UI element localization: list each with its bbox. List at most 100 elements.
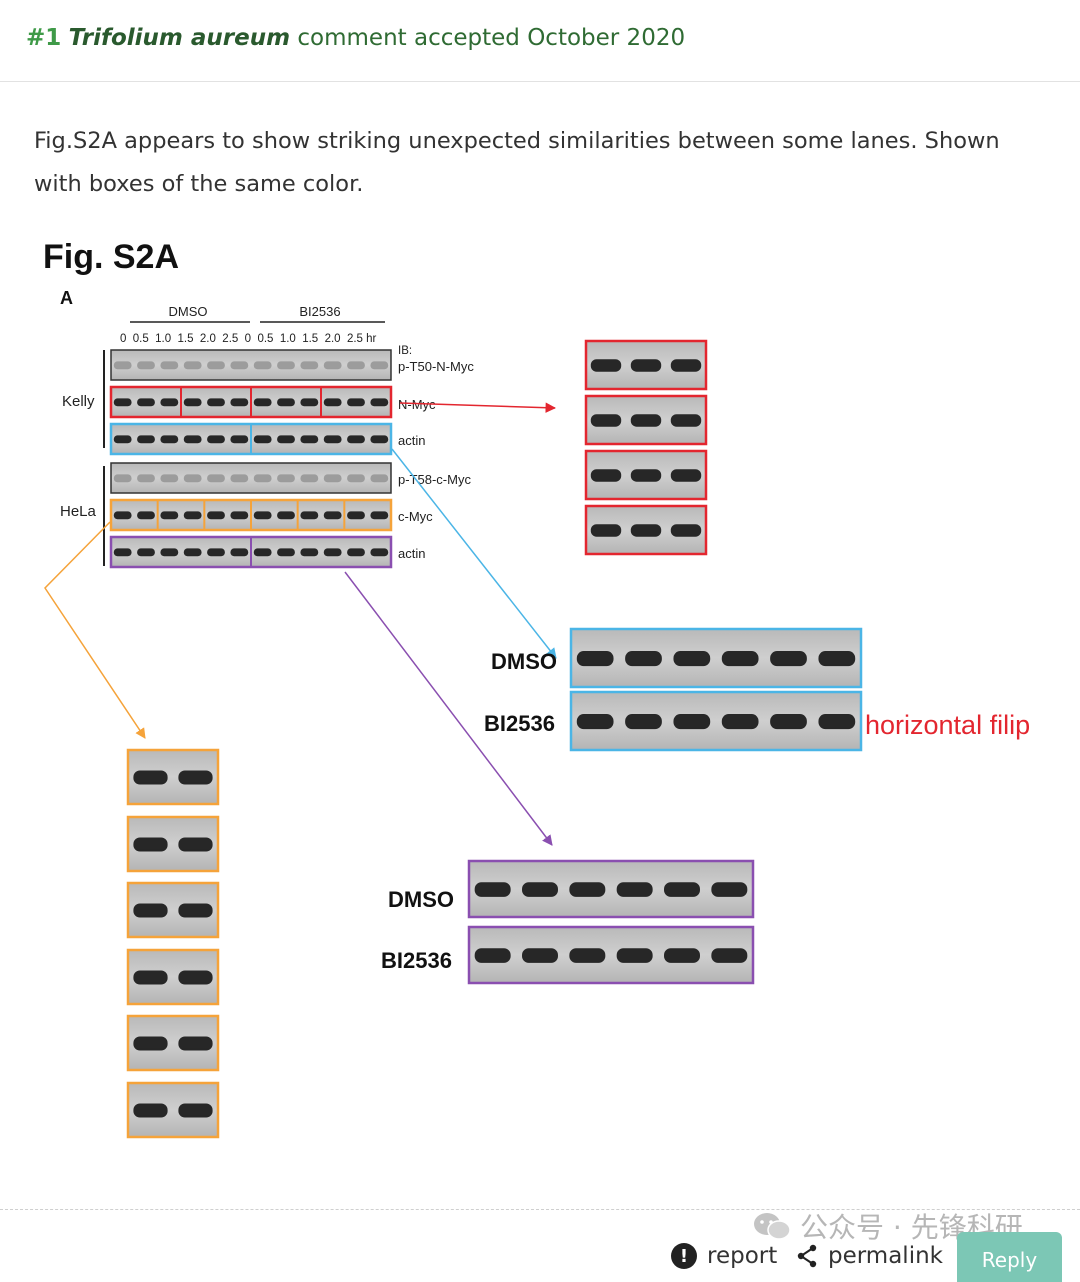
zoom-orange-1-band <box>178 770 213 785</box>
blot-pt50-nmyc-band <box>230 361 249 370</box>
blot-pt58-cmyc-band <box>113 474 132 483</box>
arrow-purple <box>344 571 553 846</box>
blot-pt58-cmyc-band <box>230 474 249 483</box>
zoom-orange-6-band <box>133 1103 168 1118</box>
zoom-orange-6-band <box>178 1103 213 1118</box>
zoom-purple-dmso-band <box>569 882 606 897</box>
zoom-red-4-band <box>670 524 702 537</box>
cell-line-kelly: Kelly <box>62 393 95 410</box>
zoom-purple-dmso-band <box>664 882 700 897</box>
blot-pt58-cmyc-band <box>370 474 389 483</box>
comment-body: Fig.S2A appears to show striking unexpec… <box>34 128 1000 197</box>
blot-cmyc-band <box>370 511 389 520</box>
zoom-red-2-band <box>590 414 622 427</box>
footer-divider <box>0 1209 1080 1210</box>
blot-cmyc-band <box>137 511 155 520</box>
arrow-orange <box>44 521 146 739</box>
blot-actin-hela-band <box>160 548 179 557</box>
comment-author[interactable]: Trifolium aureum <box>68 25 291 51</box>
blot-actin-kelly-band <box>113 435 132 444</box>
blot-pt50-nmyc-band <box>160 361 179 370</box>
group-bi-label: BI2536 <box>299 304 340 319</box>
blot-nmyc-band <box>137 398 155 407</box>
label-actin-hela: actin <box>398 546 425 561</box>
zoom-purple-dmso-band <box>711 882 748 897</box>
blot-pt58-cmyc-band <box>347 474 365 483</box>
zoom-orange-3-band <box>178 903 213 918</box>
blot-actin-hela-band <box>183 548 202 557</box>
zoom-red-3-band <box>670 469 702 482</box>
blot-pt58-cmyc-band <box>160 474 179 483</box>
report-icon: ! <box>671 1243 697 1269</box>
comment-status: comment accepted October 2020 <box>297 25 686 51</box>
zoom-blue-bi-label: BI2536 <box>484 711 555 736</box>
blot-nmyc-band <box>160 398 179 407</box>
main-western-blot <box>109 349 393 569</box>
zoom-blue-dmso-band <box>770 651 807 667</box>
comment-number[interactable]: #1 <box>26 25 62 51</box>
blot-nmyc-band <box>113 398 132 407</box>
blot-actin-kelly-band <box>300 435 319 444</box>
permalink-link[interactable]: permalink <box>796 1243 943 1269</box>
zoom-red-1-band <box>670 359 702 372</box>
label-actin-kelly: actin <box>398 433 425 448</box>
zoom-blue-bi2536 <box>569 690 863 752</box>
blot-pt50-nmyc-band <box>323 361 342 370</box>
permalink-label: permalink <box>828 1243 943 1269</box>
blot-actin-hela-band <box>137 548 155 557</box>
zoom-red-2-band <box>670 414 702 427</box>
blot-actin-hela-band <box>370 548 389 557</box>
reply-button[interactable]: Reply <box>957 1232 1062 1282</box>
label-pt58-cmyc: p-T58-c-Myc <box>398 472 471 487</box>
blot-actin-hela-band <box>207 548 225 557</box>
blot-pt58-cmyc-band <box>137 474 155 483</box>
figure-title: Fig. S2A <box>43 238 179 276</box>
annotation-horizontal-flip: horizontal filip <box>865 710 1030 740</box>
blot-nmyc-band <box>300 398 319 407</box>
zoom-orange-2-band <box>133 837 168 852</box>
blot-actin-hela-band <box>113 548 132 557</box>
zoom-purple-dmso-label: DMSO <box>388 887 454 912</box>
blot-cmyc-band <box>230 511 249 520</box>
blot-nmyc-band <box>230 398 249 407</box>
blot-nmyc-band <box>323 398 342 407</box>
zoom-red-3-band <box>590 469 622 482</box>
zoom-purple-dmso <box>467 859 755 919</box>
label-nmyc: N-Myc <box>398 397 436 412</box>
blot-cmyc-band <box>300 511 319 520</box>
zoom-red-4-band <box>590 524 622 537</box>
report-link[interactable]: ! report <box>671 1243 777 1269</box>
blot-nmyc-band <box>183 398 202 407</box>
blot-pt58-cmyc-band <box>253 474 272 483</box>
cell-line-hela: HeLa <box>60 503 97 520</box>
blot-nmyc-band <box>253 398 272 407</box>
zoom-purple-bi2536-band <box>474 948 511 963</box>
blot-actin-kelly-band <box>230 435 249 444</box>
report-label: report <box>707 1243 778 1269</box>
timepoint-labels: 0 0.5 1.0 1.5 2.0 2.5 0 0.5 1.0 1.5 2.0 … <box>120 333 377 345</box>
blot-actin-kelly-band <box>253 435 272 444</box>
blot-cmyc-band <box>160 511 179 520</box>
zoom-purple-bi2536-band <box>664 948 700 963</box>
blot-pt50-nmyc <box>110 349 392 381</box>
blot-pt50-nmyc-band <box>183 361 202 370</box>
zoom-red-1-band <box>630 359 662 372</box>
blot-cmyc-band <box>183 511 202 520</box>
blot-pt58-cmyc <box>110 462 392 494</box>
zoom-blue-dmso-label: DMSO <box>491 649 557 674</box>
zoom-blue-bi2536-band <box>673 714 711 730</box>
zoom-orange-4-band <box>133 970 168 985</box>
blot-cmyc-band <box>113 511 132 520</box>
label-cmyc: c-Myc <box>398 509 433 524</box>
blot-pt58-cmyc-band <box>300 474 319 483</box>
zoom-orange-5-band <box>178 1036 213 1051</box>
comment-meta: #1 Trifolium aureum comment accepted Oct… <box>26 25 685 51</box>
blot-pt50-nmyc-band <box>347 361 365 370</box>
zoom-panels <box>126 339 863 1139</box>
zoom-blue-dmso-band <box>818 651 856 667</box>
zoom-blue-dmso <box>569 627 863 689</box>
arrow-blue <box>391 448 557 659</box>
blot-actin-kelly-band <box>160 435 179 444</box>
blot-pt58-cmyc-band <box>277 474 295 483</box>
blot-nmyc-band <box>277 398 295 407</box>
